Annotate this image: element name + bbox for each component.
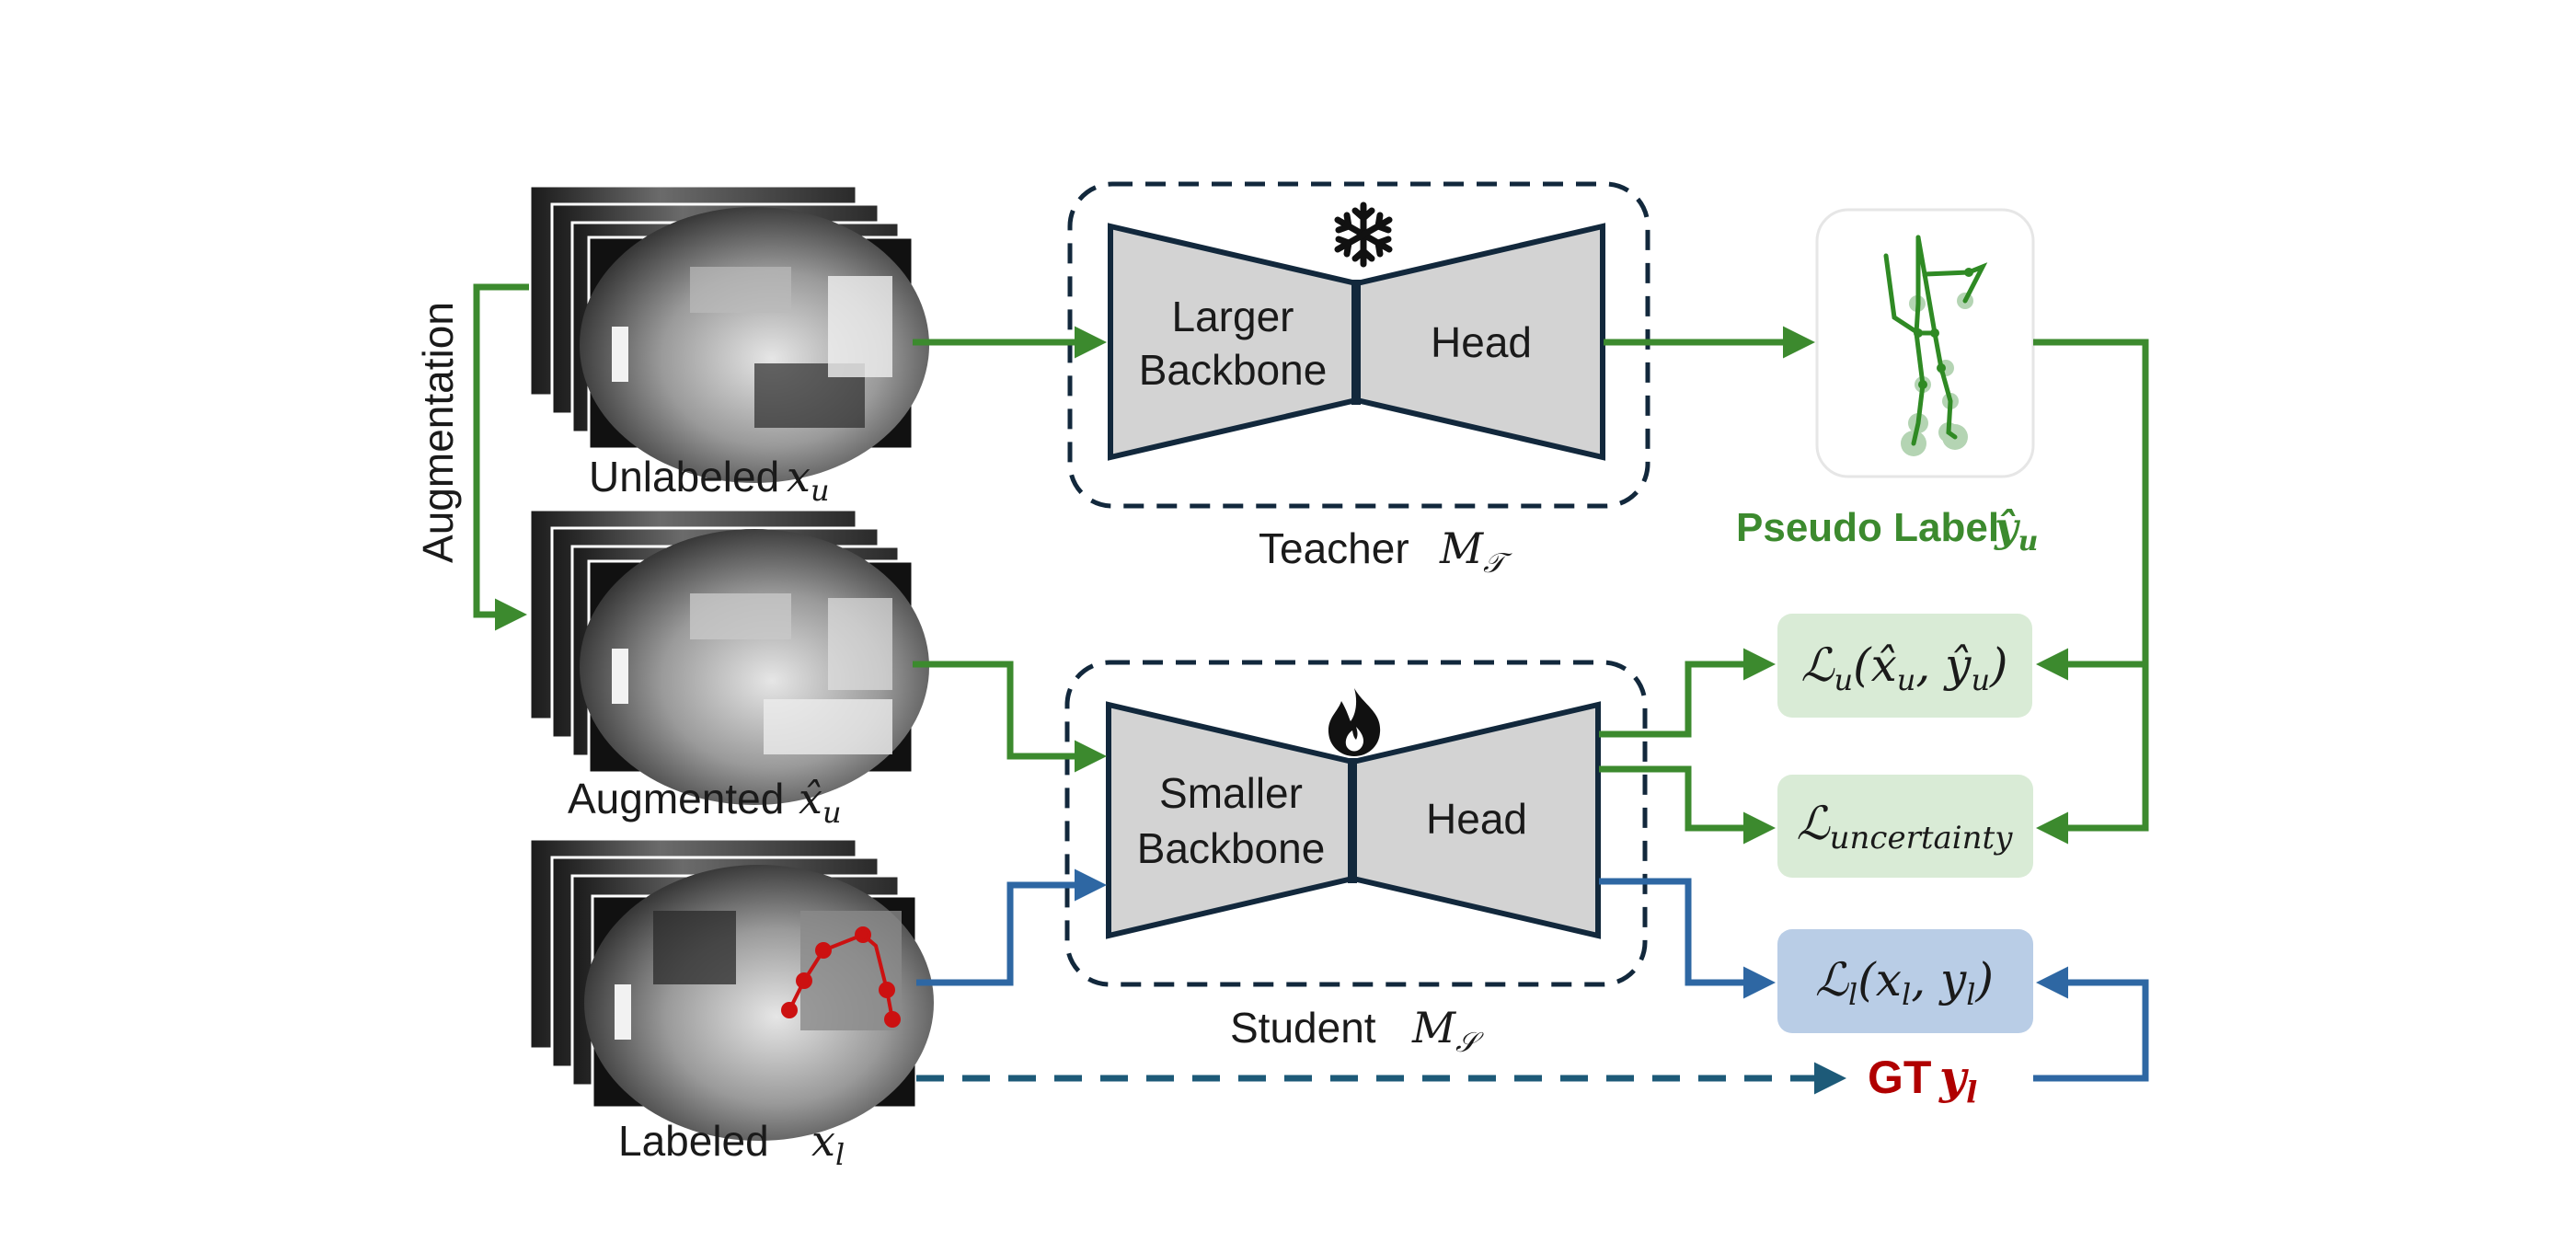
arrow-gt-to-loss-l — [2033, 966, 2149, 1082]
unlabeled-label: Unlabeled — [589, 453, 779, 500]
arrow-augmented-to-student — [913, 661, 1107, 773]
augmentation-label: Augmentation — [414, 302, 462, 563]
teacher-backbone-line2: Backbone — [1139, 346, 1328, 394]
flame-icon — [1328, 688, 1381, 756]
loss-unlabeled-formula: ℒu(x̂u, ŷu) — [1800, 638, 2007, 697]
pseudo-label-text: Pseudo Label — [1736, 505, 1999, 550]
augmented-label: Augmented — [568, 775, 784, 822]
teacher-head-label: Head — [1431, 318, 1532, 366]
student-caption: Student — [1230, 1004, 1376, 1052]
teacher-caption: Teacher — [1259, 524, 1409, 572]
unlabeled-symbol: xu — [787, 452, 830, 508]
augmentation-arrow — [473, 283, 529, 631]
arrow-pseudo-to-loss-uncertainty — [2033, 339, 2149, 845]
snowflake-icon — [1334, 201, 1393, 268]
loss-uncertainty-formula: ℒuncertainty — [1797, 797, 2014, 857]
arrow-student-to-loss-uncertainty — [1599, 765, 1776, 845]
loss-unlabeled-box — [1777, 614, 2032, 718]
student-backbone — [1106, 701, 1355, 939]
arrow-student-to-loss-l — [1599, 878, 1776, 999]
gt-label: GT — [1868, 1052, 1931, 1103]
student-backbone-line1: Smaller — [1159, 769, 1303, 817]
arrow-labeled-to-student — [916, 868, 1107, 986]
student-dashed-box — [1064, 660, 1648, 987]
loss-uncertainty-box — [1777, 775, 2033, 878]
unlabeled-image-stack — [528, 184, 929, 483]
gt-symbol: yl — [1938, 1050, 1977, 1110]
teacher-symbol: M𝒯 — [1439, 523, 1512, 580]
student-symbol: M𝒮 — [1411, 1003, 1484, 1059]
arrow-student-to-loss-u — [1599, 648, 1776, 738]
student-head-label: Head — [1426, 795, 1527, 843]
teacher-backbone — [1108, 223, 1359, 461]
augmented-symbol: x̂u — [799, 774, 842, 830]
labeled-image-stack — [528, 837, 934, 1141]
augmented-image-stack — [528, 508, 929, 805]
pseudo-label-card — [1815, 208, 2035, 478]
pseudo-label-symbol: ŷu — [1994, 504, 2038, 558]
labeled-symbol: xl — [811, 1116, 845, 1172]
loss-labeled-formula: ℒl(xl, yl) — [1815, 953, 1994, 1012]
labeled-skeleton — [781, 926, 901, 1028]
student-backbone-line2: Backbone — [1137, 824, 1326, 872]
teacher-backbone-line1: Larger — [1172, 293, 1294, 340]
loss-labeled-box — [1777, 929, 2033, 1033]
labeled-label: Labeled — [618, 1117, 769, 1165]
pseudo-label-skeleton — [1883, 235, 1988, 456]
